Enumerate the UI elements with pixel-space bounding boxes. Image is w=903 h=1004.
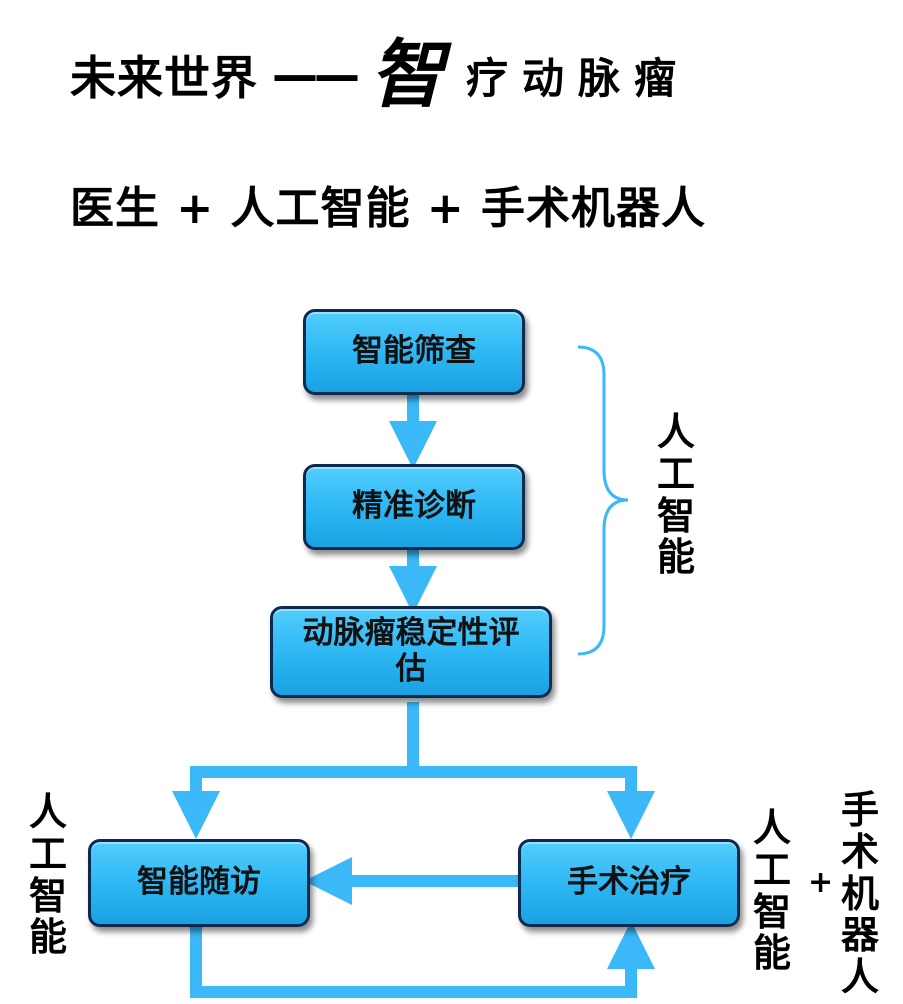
title-emphasis: 智 xyxy=(370,32,444,118)
title-part1: 未来世界 xyxy=(70,51,258,105)
robot-label: 手 术 机 器 人 xyxy=(840,788,879,1000)
node-stability-assessment: 动脉瘤稳定性评估 xyxy=(270,606,552,698)
plus-sign: + xyxy=(808,865,834,900)
node-smart-followup: 智能随访 xyxy=(88,839,310,927)
arrow-assessment-to-followup xyxy=(172,766,413,839)
title-dash: —— xyxy=(272,48,360,102)
arrow-assessment-to-surgery xyxy=(413,766,655,839)
node-surgery: 手术治疗 xyxy=(518,839,740,927)
ai-brace xyxy=(577,345,629,656)
node-precise-diagnosis: 精准诊断 xyxy=(303,464,525,550)
ai-label-surgery: 人 工 智 能 xyxy=(752,806,791,976)
node-smart-screening: 智能筛查 xyxy=(303,309,525,395)
title-part2: 疗动脉瘤 xyxy=(466,53,691,103)
page-subtitle: 医生 + 人工智能 + 手术机器人 xyxy=(70,183,707,234)
ai-label-left: 人 工 智 能 xyxy=(28,790,67,960)
ai-label-right: 人 工 智 能 xyxy=(656,410,695,580)
arrow-followup-to-surgery xyxy=(190,921,655,998)
page-title: 未来世界 —— 智 疗动脉瘤 xyxy=(70,35,690,115)
